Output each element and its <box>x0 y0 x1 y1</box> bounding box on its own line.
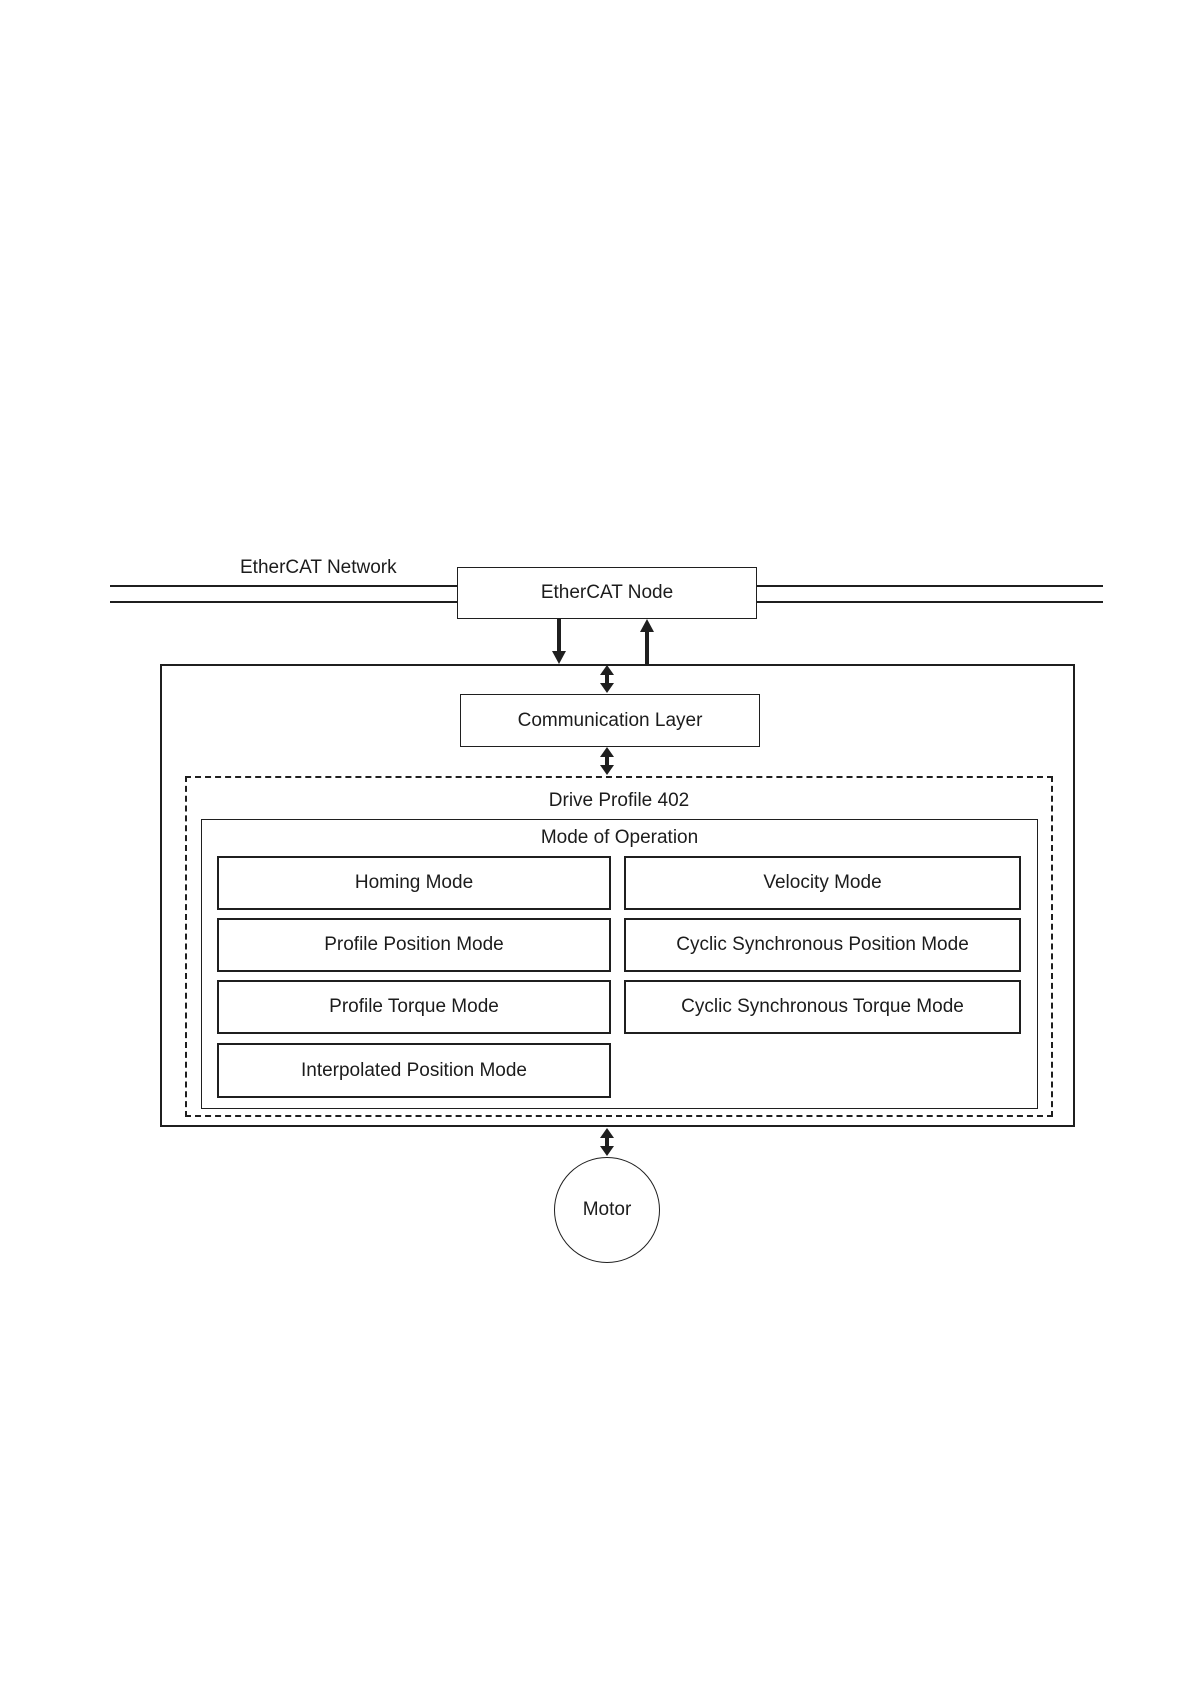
drive-profile-402-box <box>185 776 1053 1117</box>
mode-label: Profile Position Mode <box>324 934 504 956</box>
bidirectional-arrow-icon <box>600 747 614 775</box>
motor-label: Motor <box>582 1199 632 1220</box>
mode-box-profile-torque: Profile Torque Mode <box>217 980 611 1034</box>
drive-controller-box <box>160 664 1075 1127</box>
ethercat-node-label: EtherCAT Node <box>540 582 674 604</box>
mode-of-operation-box <box>201 819 1038 1109</box>
mode-box-interpolated-position: Interpolated Position Mode <box>217 1043 611 1098</box>
up-arrow-icon <box>640 619 654 664</box>
motor-circle: Motor <box>554 1157 660 1263</box>
mode-box-profile-position: Profile Position Mode <box>217 918 611 972</box>
ethercat-node-box: EtherCAT Node <box>457 567 757 619</box>
mode-label: Profile Torque Mode <box>329 996 499 1018</box>
mode-box-cyclic-sync-position: Cyclic Synchronous Position Mode <box>624 918 1021 972</box>
mode-of-operation-label: Mode of Operation <box>540 827 699 848</box>
mode-label: Cyclic Synchronous Position Mode <box>676 934 969 956</box>
bidirectional-arrow-icon <box>600 1128 614 1156</box>
mode-label: Cyclic Synchronous Torque Mode <box>681 996 964 1018</box>
communication-layer-label: Communication Layer <box>517 709 703 731</box>
mode-box-homing: Homing Mode <box>217 856 611 910</box>
down-arrow-icon <box>552 619 566 664</box>
mode-box-cyclic-sync-torque: Cyclic Synchronous Torque Mode <box>624 980 1021 1034</box>
ethercat-network-label: EtherCAT Network <box>240 557 397 578</box>
mode-label: Velocity Mode <box>763 872 882 894</box>
mode-label: Homing Mode <box>354 872 474 894</box>
drive-profile-402-label: Drive Profile 402 <box>548 790 690 811</box>
mode-label: Interpolated Position Mode <box>300 1059 528 1081</box>
bidirectional-arrow-icon <box>600 665 614 693</box>
mode-box-velocity: Velocity Mode <box>624 856 1021 910</box>
communication-layer-box: Communication Layer <box>460 694 760 747</box>
